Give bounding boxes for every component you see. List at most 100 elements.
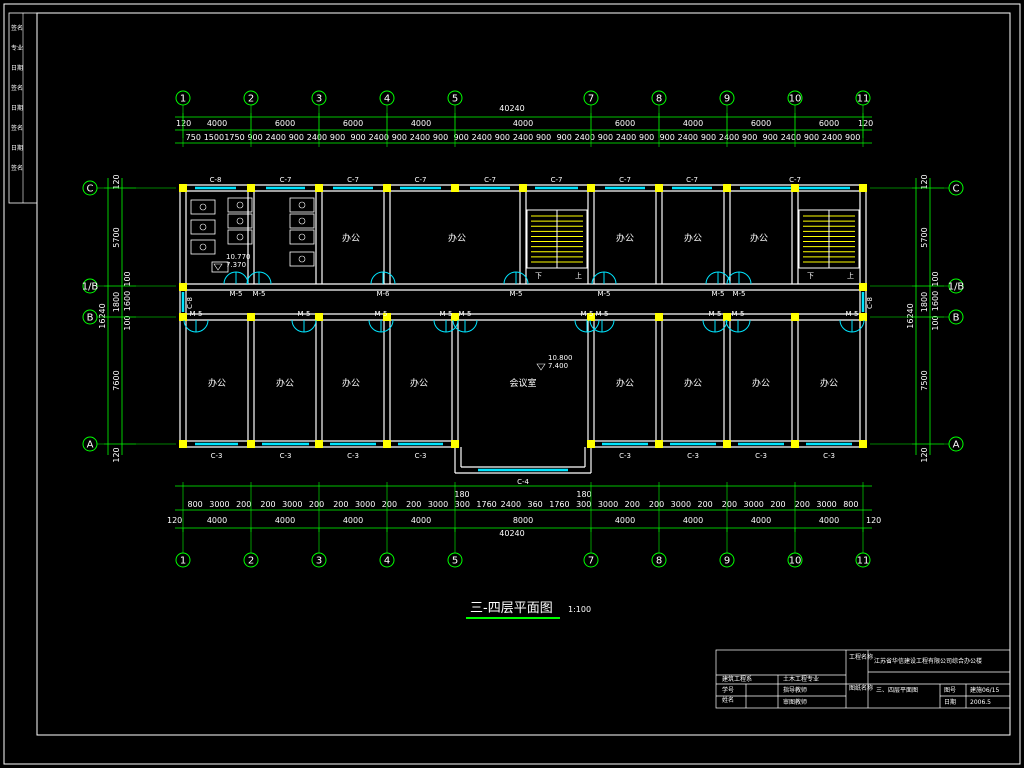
- drawing-title-group: 三-四层平面图 1:100: [466, 601, 591, 619]
- detail-dim-bottom: 1760: [476, 500, 496, 509]
- door-swing: [503, 271, 517, 285]
- overall-dim-bottom: 40240: [499, 529, 524, 538]
- row-label: A: [87, 440, 94, 451]
- axis-number: 9: [724, 556, 730, 567]
- toilet-bowl: [199, 203, 207, 211]
- column-block: [383, 440, 391, 448]
- detail-dim-top: 2400: [678, 133, 698, 142]
- detail-dim-bottom: 3000: [282, 500, 302, 509]
- door-label: M-5: [845, 310, 858, 318]
- axis-number: 4: [384, 94, 390, 105]
- row-label: A: [953, 440, 960, 451]
- bay-dim-bottom: 8000: [513, 516, 533, 525]
- wall-layer: [179, 184, 867, 474]
- detail-dim-top: 900: [392, 133, 407, 142]
- axis-number: 4: [384, 556, 390, 567]
- door-swing: [702, 319, 716, 333]
- axis-number: 7: [588, 94, 594, 105]
- tb-row-3: 姓名: [722, 696, 734, 704]
- door-label: M-5: [597, 290, 610, 298]
- detail-dim-top: 900: [763, 133, 778, 142]
- door-swing: [705, 271, 719, 285]
- room-label-office: 办公: [208, 377, 226, 389]
- door-swing: [574, 319, 588, 333]
- detail-dim-top: 900: [639, 133, 654, 142]
- detail-dim-top: 2400: [369, 133, 389, 142]
- elevation-mark: 7.370: [226, 261, 246, 269]
- door-swing: [258, 271, 272, 285]
- row-label: B: [953, 313, 960, 324]
- column-block: [723, 184, 731, 192]
- door-swing: [445, 319, 459, 333]
- elevation-triangle: [536, 363, 546, 371]
- toilet-stall: [227, 197, 253, 213]
- window-label-bottom: C-3: [755, 452, 767, 460]
- detail-dim-top: 900: [660, 133, 675, 142]
- door-swing: [737, 319, 751, 333]
- door-layer: [183, 271, 865, 333]
- door-swing: [601, 319, 615, 333]
- bay-dim-top: 4000: [207, 119, 227, 128]
- room-label-office: 办公: [448, 232, 466, 244]
- margin-label: 签名: [11, 164, 23, 172]
- window-label-top: C-7: [484, 176, 496, 184]
- detail-dim-top: 900: [433, 133, 448, 142]
- stair-mark: 上: [575, 271, 582, 280]
- door-swing: [433, 319, 447, 333]
- detail-dim-top: 2400: [575, 133, 595, 142]
- door-swing: [839, 319, 853, 333]
- sink: [211, 261, 229, 273]
- room-label-office: 办公: [342, 232, 360, 244]
- side-dim: 7500: [920, 370, 929, 390]
- side-dim-end: 120: [920, 447, 929, 462]
- detail-dim-top: 900: [598, 133, 613, 142]
- row-label: 1/B: [948, 282, 965, 293]
- window-label-top: C-7: [280, 176, 292, 184]
- column-block: [587, 184, 595, 192]
- door-swing: [291, 319, 305, 333]
- bay-dim-top: 4000: [683, 119, 703, 128]
- window-label-top: C-7: [347, 176, 359, 184]
- side-dim-end: 120: [920, 174, 929, 189]
- detail-dim-bottom: 200: [260, 500, 275, 509]
- small-dim-bottom: 180: [576, 490, 591, 499]
- sheet-outer-border: [3, 3, 1021, 765]
- axis-number: 8: [656, 556, 662, 567]
- axis-number: 1: [180, 556, 186, 567]
- detail-dim-top: 2400: [410, 133, 430, 142]
- column-block: [791, 440, 799, 448]
- axis-number: 11: [857, 556, 870, 567]
- detail-dim-top: 900: [351, 133, 366, 142]
- title-block: [715, 649, 1011, 709]
- window-label-top: C-7: [686, 176, 698, 184]
- axis-number: 7: [588, 556, 594, 567]
- window-label-bottom: C-3: [415, 452, 427, 460]
- toilet-stall: [289, 213, 315, 229]
- toilet-stall: [227, 229, 253, 245]
- side-dim: 7600: [112, 370, 121, 390]
- toilet-stall: [190, 239, 216, 255]
- detail-dim-bottom: 300: [455, 500, 470, 509]
- column-block: [179, 184, 187, 192]
- stair-mark: 下: [807, 272, 814, 280]
- column-block: [451, 440, 459, 448]
- column-block: [247, 313, 255, 321]
- toilet-stall: [289, 229, 315, 245]
- column-block: [247, 184, 255, 192]
- door-swing: [714, 319, 728, 333]
- tb-project-label: 工程名称: [849, 653, 873, 661]
- column-block: [315, 184, 323, 192]
- door-label: M-5: [458, 310, 471, 318]
- axis-number: 5: [452, 94, 458, 105]
- bay-dim-bottom: 4000: [819, 516, 839, 525]
- detail-dim-top: 900: [742, 133, 757, 142]
- door-label: M-5: [711, 290, 724, 298]
- tb-project-name: 江苏省华信建设工程有限公司综合办公楼: [874, 657, 982, 665]
- bay-dim-bottom: 4000: [207, 516, 227, 525]
- detail-dim-top: 2400: [781, 133, 801, 142]
- stair-mark: 下: [535, 272, 542, 280]
- detail-dim-bottom: 3000: [598, 500, 618, 509]
- detail-dim-bottom: 2400: [501, 500, 521, 509]
